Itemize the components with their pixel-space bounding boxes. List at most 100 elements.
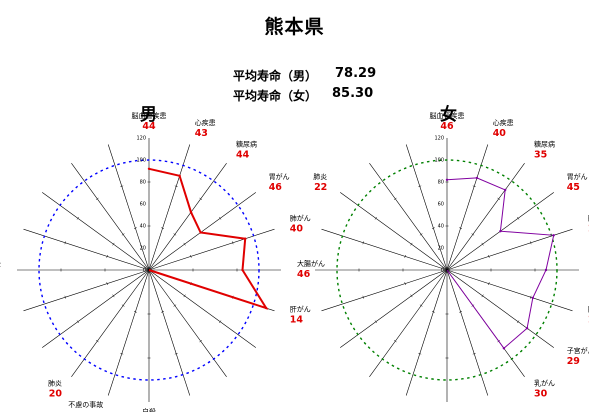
female-tick-label: 80: [438, 180, 444, 186]
male-axis-tick: [95, 197, 99, 200]
male-tick-label: 100: [136, 158, 146, 164]
male-axis-tick: [173, 233, 177, 236]
female-data-point: [445, 178, 449, 181]
female-axis-spoke: [405, 269, 448, 396]
female-tick-label: 100: [434, 158, 444, 164]
female-rank-label: 45: [567, 182, 580, 193]
male-axis-tick: [190, 254, 192, 258]
male-axis-tick: [161, 311, 165, 313]
female-axis-tick: [481, 242, 484, 246]
female-rank-label: 29: [567, 356, 580, 367]
female-axis-tick: [431, 227, 435, 229]
male-axis-label: 不慮の事故: [68, 400, 103, 409]
male-axis-tick: [161, 227, 165, 229]
female-axis-tick: [459, 311, 463, 313]
female-axis-spoke: [405, 144, 448, 271]
male-axis-spoke: [107, 144, 150, 271]
female-axis-spoke: [446, 144, 489, 271]
female-axis-tick: [362, 241, 365, 245]
male-rank-label: 44: [236, 149, 250, 160]
female-data-point: [502, 347, 506, 350]
female-axis-label: 肺がん: [588, 213, 589, 222]
female-axis-spoke: [446, 269, 573, 312]
male-axis-tick: [76, 320, 79, 324]
female-axis-tick: [374, 216, 377, 220]
male-axis-spoke: [42, 269, 150, 348]
male-axis-tick: [231, 241, 234, 245]
female-axis-tick: [418, 352, 422, 355]
female-data-point: [504, 188, 507, 192]
male-axis-tick: [112, 294, 115, 298]
male-axis-tick: [219, 216, 222, 220]
male-axis-tick: [64, 295, 67, 299]
female-axis-label: 肺炎: [313, 173, 327, 181]
female-tick-label: 60: [438, 202, 444, 208]
male-axis-label: 糖尿病: [236, 139, 257, 148]
female-axis-tick: [481, 294, 484, 298]
female-axis-tick: [418, 185, 422, 188]
female-tick-label: 40: [438, 224, 444, 230]
male-axis-spoke: [71, 269, 150, 377]
female-data-point: [544, 268, 548, 272]
life-expectancy-female-value: 85.30: [332, 86, 374, 101]
male-data-point: [265, 306, 268, 310]
male-axis-label: 肺炎: [48, 380, 62, 388]
female-radar-chart: 020406080100120脳血管疾患46心疾患40糖尿病35胃がん45肺がん…: [313, 111, 589, 402]
female-rank-label: 35: [534, 149, 547, 160]
male-axis-tick: [133, 311, 137, 313]
life-expectancy-male-label: 平均寿命（男）: [233, 69, 318, 83]
female-axis-label: 胃がん: [567, 172, 588, 181]
male-data-point: [178, 174, 181, 177]
female-axis-spoke: [446, 163, 525, 271]
male-axis-spoke: [148, 163, 227, 271]
male-axis-tick: [121, 233, 125, 236]
male-axis-tick: [174, 185, 178, 188]
male-axis-spoke: [71, 163, 150, 271]
male-data-point: [189, 211, 193, 214]
female-axis-spoke: [369, 269, 448, 377]
female-tick-label: 120: [434, 136, 444, 142]
female-axis-label: 乳がん: [534, 379, 555, 388]
male-axis-spoke: [148, 192, 256, 271]
female-axis-tick: [497, 197, 501, 200]
female-axis-tick: [393, 340, 397, 343]
female-series-line: [446, 177, 555, 350]
female-rank-label: 22: [314, 182, 327, 193]
female-data-point: [525, 327, 529, 330]
male-rank-label: 40: [290, 223, 304, 234]
male-data-point: [147, 167, 151, 170]
male-axis-spoke: [148, 144, 191, 271]
male-axis-spoke: [23, 269, 150, 312]
female-rank-label: 46: [440, 121, 454, 132]
male-axis-spoke: [148, 269, 191, 396]
female-axis-label: 子宮がん: [567, 346, 589, 355]
male-axis-tick: [199, 197, 203, 200]
female-axis-label: 糖尿病: [534, 139, 555, 148]
male-rank-label: 44: [142, 121, 156, 132]
female-axis-tick: [393, 197, 397, 200]
female-data-point: [499, 230, 502, 233]
male-tick-label: 120: [136, 136, 146, 142]
female-axis-tick: [517, 320, 520, 324]
female-axis-spoke: [369, 163, 448, 271]
male-axis-spoke: [148, 269, 256, 348]
male-axis-label: 肝がん: [290, 305, 311, 314]
female-rank-label: 30: [534, 389, 548, 400]
female-axis-tick: [488, 254, 490, 258]
female-axis-tick: [404, 282, 406, 286]
male-tick-label: 60: [140, 202, 146, 208]
male-axis-tick: [106, 254, 108, 258]
female-data-point: [531, 296, 534, 300]
male-axis-spoke: [42, 192, 150, 271]
male-axis-tick: [120, 352, 124, 355]
male-axis-tick: [112, 242, 115, 246]
male-tick-label: 0: [143, 268, 146, 274]
male-axis-tick: [199, 340, 203, 343]
female-axis-tick: [362, 295, 365, 299]
female-axis-tick: [472, 185, 476, 188]
female-axis-tick: [410, 242, 413, 246]
female-axis-tick: [459, 227, 463, 229]
male-axis-tick: [106, 282, 108, 286]
female-rank-label: 40: [493, 128, 507, 139]
male-axis-tick: [183, 294, 186, 298]
